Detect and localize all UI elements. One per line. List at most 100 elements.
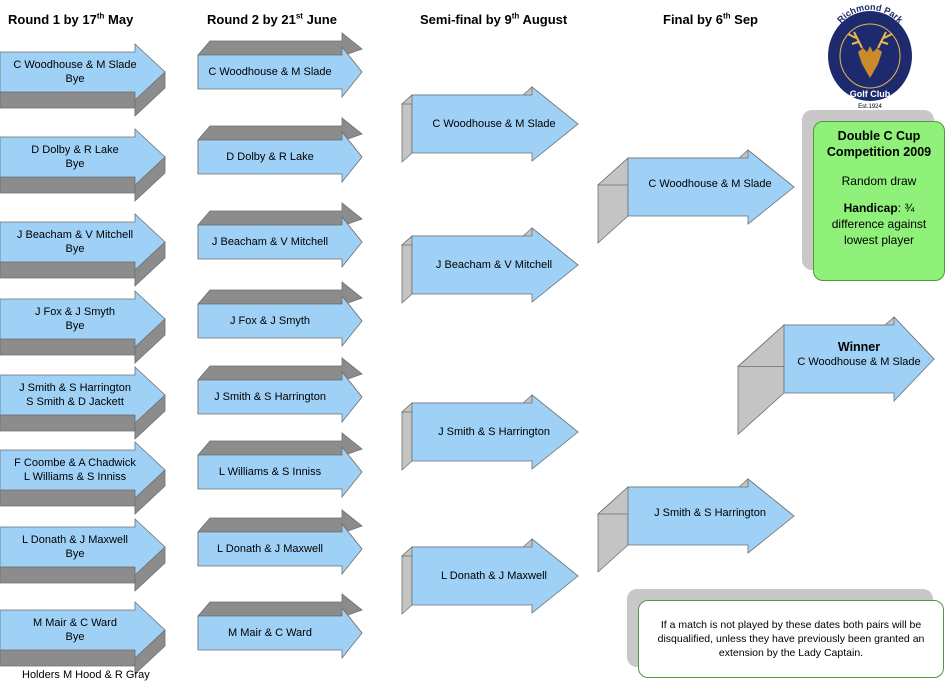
- round1-arrow-2-face: [0, 128, 166, 186]
- final-entry-1-line1: C Woodhouse & M Slade: [648, 178, 772, 190]
- handicap-label: Handicap: [843, 201, 898, 215]
- round1-header-sup: th: [96, 11, 105, 21]
- round1-header: Round 1 by 17th May: [8, 12, 133, 27]
- handicap-rule: Handicap: ¾ difference against lowest pl…: [818, 200, 940, 248]
- winner-arrow-face: [783, 316, 935, 402]
- round2-entry-3-line1: J Beacham & V Mitchell: [211, 236, 329, 248]
- round2-entry-8: M Mair & C Ward: [228, 626, 312, 640]
- round2-arrow-5-face: [197, 370, 363, 424]
- semifinal-arrow-4-depth-left: [401, 546, 413, 615]
- draw-type: Random draw: [841, 174, 917, 188]
- round2-entry-6-line1: L Williams & S Inniss: [218, 466, 322, 478]
- semifinal-arrow-1-face: [411, 86, 579, 162]
- round1-arrow-3-face: [0, 213, 166, 271]
- round2-arrow-6-face: [197, 445, 363, 499]
- round1-entry-4-line2: Bye: [65, 320, 85, 332]
- round1-entry-5-line2: S Smith & D Jackett: [26, 396, 124, 408]
- club-logo: Richmond Park Golf Club Est.1924: [828, 2, 912, 110]
- round2-arrow-2-face: [197, 130, 363, 184]
- round1-arrow-7-face: [0, 518, 166, 576]
- logo-bottom-text: Golf Club: [850, 89, 891, 99]
- winner-title: Winner: [837, 340, 881, 354]
- round1-arrow-6-depth-bottom: [0, 489, 136, 514]
- round2-arrow-7-depth-top: [197, 509, 363, 533]
- round1-entry-1-line1: C Woodhouse & M Slade: [13, 59, 137, 71]
- round1-arrow-6-face: [0, 441, 166, 499]
- semifinal-header-tail: August: [519, 12, 568, 27]
- final-entry-2-line1: J Smith & S Harrington: [654, 507, 766, 519]
- round2-arrow-4-depth-top: [197, 281, 363, 305]
- round2-entry-2-line1: D Dolby & R Lake: [226, 151, 314, 163]
- round2-entry-3: J Beacham & V Mitchell: [212, 235, 328, 249]
- round1-entry-7-line2: Bye: [65, 548, 85, 560]
- final-arrow-2-face: [627, 478, 795, 554]
- round1-arrow-1-face: [0, 43, 166, 101]
- round2-entry-8-line1: M Mair & C Ward: [228, 627, 312, 639]
- disqualification-note: If a match is not played by these dates …: [638, 600, 944, 678]
- round2-arrow-1-face: [197, 45, 363, 99]
- round2-entry-1: C Woodhouse & M Slade: [208, 65, 331, 79]
- round1-header-tail: May: [104, 12, 134, 27]
- round2-arrow-6-depth-top: [197, 432, 363, 456]
- round1-entry-7-line1: L Donath & J Maxwell: [22, 534, 128, 546]
- round1-arrow-5-depth-bottom: [0, 414, 136, 439]
- round1-entry-3-line1: J Beacham & V Mitchell: [16, 229, 134, 241]
- round1-arrow-2-depth-bottom: [0, 176, 136, 201]
- round2-arrow-8-face: [197, 606, 363, 660]
- round2-arrow-5-depth-top: [197, 357, 363, 381]
- round1-entry-2-line1: D Dolby & R Lake: [31, 144, 119, 156]
- round1-entry-4-line1: J Fox & J Smyth: [34, 306, 116, 318]
- semifinal-entry-4: L Donath & J Maxwell: [441, 569, 547, 583]
- semifinal-arrow-3-depth-left: [401, 402, 413, 471]
- holders-text: Holders M Hood & R Gray: [22, 669, 150, 681]
- winner-name: C Woodhouse & M Slade: [797, 356, 921, 368]
- handicap-text: : ¾ difference against lowest player: [831, 201, 927, 247]
- round1-arrow-4-face: [0, 290, 166, 348]
- round1-entry-2-line2: Bye: [65, 158, 85, 170]
- round1-header-text: Round 1 by 17: [8, 12, 97, 27]
- semifinal-arrow-2-face: [411, 227, 579, 303]
- round2-arrow-7-face: [197, 522, 363, 576]
- round2-entry-1-line1: C Woodhouse & M Slade: [208, 66, 332, 78]
- round1-entry-3-line2: Bye: [65, 243, 85, 255]
- round2-entry-4-line1: J Fox & J Smyth: [229, 315, 311, 327]
- round1-entry-8-line1: M Mair & C Ward: [33, 617, 117, 629]
- semifinal-arrow-3-face: [411, 394, 579, 470]
- round1-arrow-4-depth-bottom: [0, 338, 136, 363]
- round2-arrow-1-depth-top: [197, 32, 363, 56]
- round1-entry-6-line2: L Williams & S Inniss: [23, 471, 127, 483]
- semifinal-entry-4-line1: L Donath & J Maxwell: [441, 570, 547, 582]
- round1-arrow-5-face: [0, 366, 166, 424]
- round2-arrow-2-depth-top: [197, 117, 363, 141]
- round2-entry-5-line1: J Smith & S Harrington: [214, 391, 326, 403]
- competition-title: Double C Cup Competition 2009: [826, 129, 932, 159]
- semifinal-entry-3: J Smith & S Harrington: [438, 425, 550, 439]
- round1-entry-8-line2: Bye: [65, 631, 85, 643]
- final-header-tail: Sep: [730, 12, 758, 27]
- final-entry-2: J Smith & S Harrington: [654, 506, 766, 520]
- final-arrow-1-face: [627, 149, 795, 225]
- final-header-sup: th: [722, 11, 731, 21]
- competition-info-box: Double C Cup Competition 2009 Random dra…: [813, 121, 945, 281]
- round2-header: Round 2 by 21st June: [207, 12, 337, 27]
- semifinal-arrow-4-face: [411, 538, 579, 614]
- winner-label: Winner C Woodhouse & M Slade: [786, 340, 932, 369]
- semifinal-entry-1: C Woodhouse & M Slade: [432, 117, 555, 131]
- round2-entry-7-line1: L Donath & J Maxwell: [217, 543, 323, 555]
- round2-entry-5: J Smith & S Harrington: [214, 390, 326, 404]
- semifinal-header-text: Semi-final by 9: [420, 12, 512, 27]
- semifinal-entry-2: J Beacham & V Mitchell: [436, 258, 552, 272]
- semifinal-header-sup: th: [511, 11, 520, 21]
- logo-est-text: Est.1924: [858, 104, 882, 110]
- semifinal-arrow-2-depth-left: [401, 235, 413, 304]
- semifinal-entry-1-line1: C Woodhouse & M Slade: [432, 118, 556, 130]
- round2-arrow-4-face: [197, 294, 363, 348]
- semifinal-header: Semi-final by 9th August: [420, 12, 567, 27]
